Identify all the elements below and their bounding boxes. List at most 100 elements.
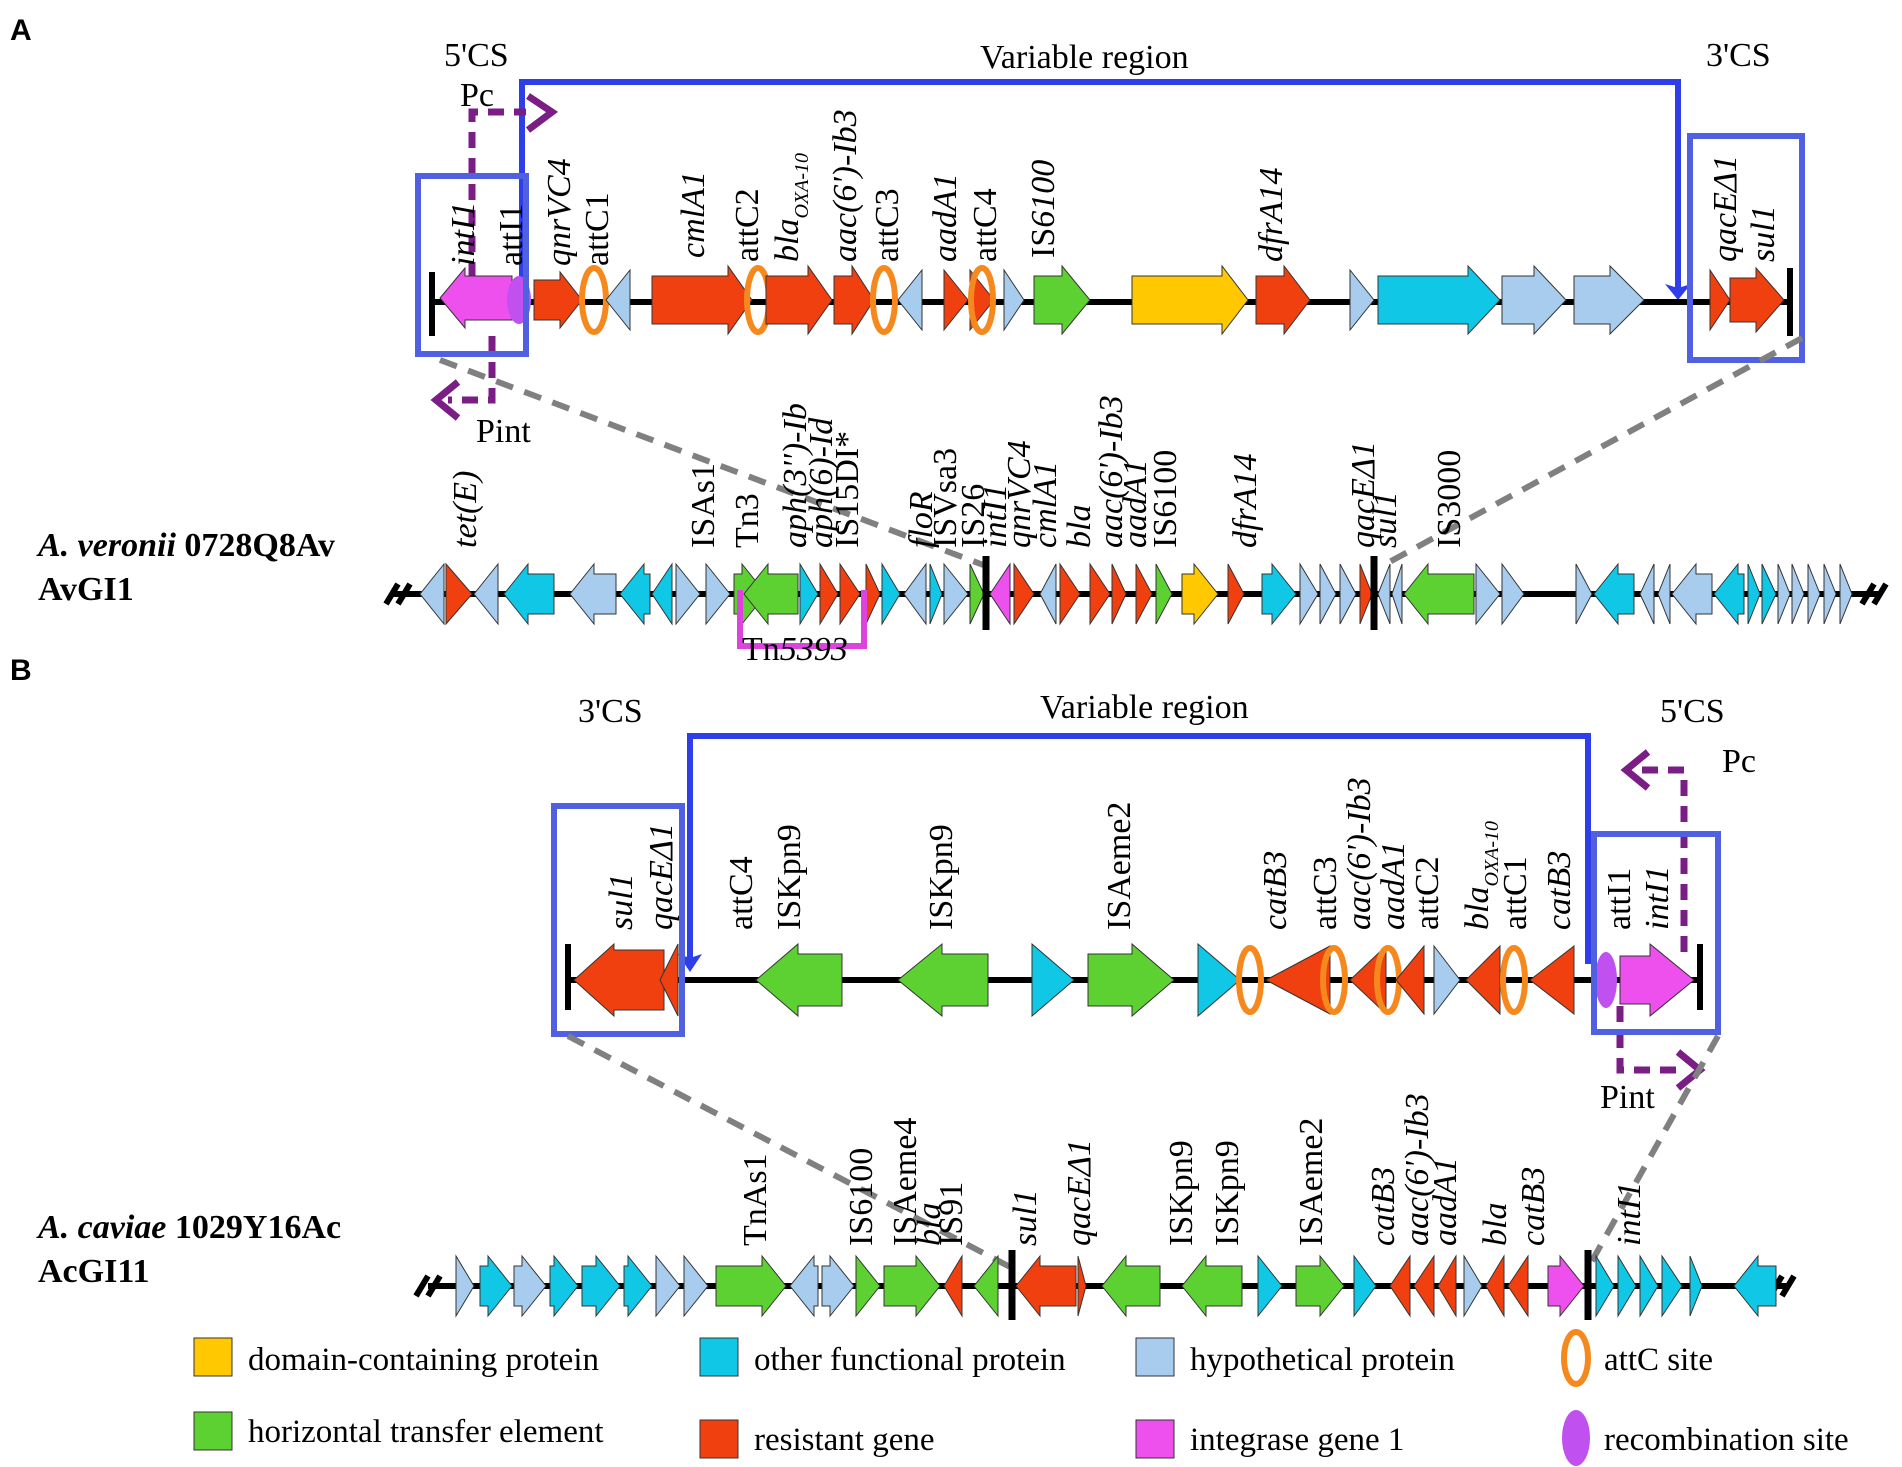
- panel-a-genome-gene-19: [969, 563, 985, 625]
- panel-a-tn5393-bracket: [737, 590, 867, 649]
- panel-a-genome-gene-43: [1657, 563, 1671, 625]
- panel-b-genome-label-13: bla: [1477, 1203, 1514, 1246]
- panel-a-genome-label-8: IS26: [955, 484, 992, 548]
- panel-b-label-attI1: attI1: [1601, 868, 1638, 930]
- panel-a-strain: A. veronii 0728Q8Av: [36, 527, 335, 564]
- panel-a-genome-gene-6: [651, 562, 673, 626]
- panel-b-genome-gene-3: [549, 1254, 579, 1318]
- panel-a-label-cmlA1: cmlA1: [675, 171, 712, 258]
- panel-b-genome-label-14: catB3: [1515, 1167, 1552, 1246]
- legend-hte-label: horizontal transfer element: [248, 1414, 604, 1450]
- panel-b-genome-label-11: aac(6')-Ib3: [1399, 1093, 1436, 1246]
- panel-a-genome-label-3: aph(3'')-Ib: [777, 403, 814, 548]
- panel-a-genome-gene-18: [943, 562, 969, 626]
- panel-b-genome-gene-6: [655, 1254, 681, 1318]
- legend-other-swatch: [699, 1337, 739, 1377]
- legend-resistant-swatch: [699, 1419, 739, 1459]
- panel-b-label-sul1: sul1: [603, 873, 640, 930]
- panel-b-genome-gene-0: [455, 1254, 475, 1318]
- panel-a-hypothetical-gene-3: [1003, 268, 1025, 332]
- panel-a-genome-gene-13: [839, 562, 861, 626]
- panel-b-catB3-gene-a: [1264, 945, 1331, 1015]
- panel-b-genome-gene-11: [855, 1254, 881, 1318]
- panel-b-label-attC4: attC4: [723, 856, 760, 930]
- panel-a-genome-gene-0: [419, 562, 445, 626]
- panel-a-5cs-label: 5'CS: [444, 37, 509, 74]
- panel-a-genome-label-10: qnrVC4: [1001, 440, 1038, 548]
- panel-b-genome-gene-16: [1077, 1255, 1087, 1317]
- panel-a-genome-gene-23: [1059, 562, 1081, 626]
- panel-a-genome-gene-37: [1403, 562, 1475, 626]
- panel-a-genome-gene-48: [1777, 563, 1791, 625]
- panel-a-label-qacE: qacEΔ1: [1707, 155, 1744, 262]
- panel-a-sul1-gene: [1729, 266, 1785, 334]
- panel-a-genome-gene-42: [1639, 563, 1655, 625]
- panel-a-genome-gene-46: [1747, 563, 1761, 625]
- panel-a-genome-gene-47: [1761, 563, 1777, 625]
- panel-a-bla-gene: [765, 264, 833, 336]
- panel-a-genome-label-15: IS6100: [1147, 450, 1184, 548]
- panel-a-zoom-line-left: [438, 357, 988, 569]
- panel-a-genome-gene-44: [1671, 562, 1713, 626]
- panel-a-hypothetical-gene-4: [1349, 268, 1375, 332]
- panel-a-genome-label-0: tet(E): [447, 471, 484, 548]
- panel-a-genome-label-18: sul1: [1367, 491, 1404, 548]
- panel-a-genome-gene-1: [445, 562, 473, 626]
- panel-a-genome-gene-35: [1377, 563, 1391, 625]
- panel-a-genome-gene-12: [819, 562, 839, 626]
- panel-b-island: AcGI11: [38, 1253, 149, 1290]
- panel-a-pc-promoter: [468, 93, 559, 278]
- panel-a-genome-gene-51: [1823, 563, 1837, 625]
- panel-a-label-bla: blaOXA-10: [769, 153, 813, 262]
- panel-b-genome-gene-7: [683, 1254, 709, 1318]
- panel-a-genome-gene-21: [1013, 562, 1035, 626]
- panel-a-genome-gene-15: [881, 562, 901, 626]
- panel-a-aadA1-gene-1: [943, 268, 969, 332]
- panel-b-pc-label: Pc: [1722, 743, 1756, 780]
- panel-a-genome-label-7: ISVsa3: [927, 448, 964, 548]
- legend: domain-containing protein other function…: [193, 1329, 1849, 1466]
- panel-b-strain: A. caviae 1029Y16Ac: [36, 1209, 341, 1246]
- panel-b-3cs-box: [551, 803, 685, 1037]
- panel-a-island: AvGI1: [38, 571, 134, 608]
- panel-a-variable-region-label: Variable region: [980, 39, 1189, 76]
- panel-a-intI1-gene: [439, 266, 513, 330]
- panel-a-genome-gene-11: [799, 562, 819, 626]
- panel-a-attC4-site: [968, 265, 996, 335]
- panel-b-genome-gene-8: [715, 1254, 787, 1318]
- panel-b-genome-gene-32: [1661, 1254, 1683, 1318]
- panel-b-label-aadA1: aadA1: [1375, 841, 1412, 930]
- panel-b-pint-label: Pint: [1600, 1079, 1655, 1116]
- panel-a-label-qnrVC4: qnrVC4: [541, 158, 578, 266]
- panel-b-label-catB3b: catB3: [1541, 851, 1578, 930]
- panel-a-genome-gene-32: [1319, 563, 1337, 625]
- panel-a-genome-label-9: intI1: [977, 484, 1014, 548]
- panel-b-label-iskpn9b: ISKpn9: [923, 824, 960, 930]
- panel-b-attC1-site: [1500, 945, 1528, 1015]
- panel-b-attC4-site: [1236, 945, 1264, 1015]
- panel-b-genome-gene-28: [1547, 1254, 1585, 1318]
- panel-b-tag: B: [10, 654, 32, 687]
- panel-a-3cs-label: 3'CS: [1706, 37, 1771, 74]
- panel-a-qnrVC4-gene: [533, 270, 583, 330]
- panel-a-genome-label-19: IS3000: [1431, 450, 1468, 548]
- panel-b-genome-gene-1: [479, 1254, 513, 1318]
- panel-b-variable-bracket: [687, 733, 1591, 968]
- panel-b-genome-gene-33: [1689, 1255, 1703, 1317]
- panel-a-genome-label-4: aph(6)-Id: [803, 417, 840, 548]
- panel-b-genome-gene-19: [1257, 1254, 1283, 1318]
- panel-a-genome-gene-20: [989, 562, 1011, 626]
- panel-b-zoom-line-right: [1585, 1034, 1721, 1270]
- panel-b-genome-gene-17: [1101, 1254, 1161, 1318]
- panel-a-label-dfrA14: dfrA14: [1253, 168, 1290, 262]
- panel-b-zoom-line-left: [566, 1033, 1014, 1271]
- panel-b-genome-break-left: [413, 1274, 443, 1298]
- panel-b-genome-gene-2: [513, 1254, 547, 1318]
- panel-b-intI1-gene: [1619, 942, 1695, 1018]
- legend-hypothetical-label: hypothetical protein: [1190, 1342, 1455, 1378]
- panel-b-genome-gene-26: [1485, 1254, 1505, 1318]
- panel-b-attI1-site: [1595, 952, 1617, 1008]
- panel-b-genome-label-10: catB3: [1365, 1167, 1402, 1246]
- panel-b-genome-gene-25: [1463, 1254, 1483, 1318]
